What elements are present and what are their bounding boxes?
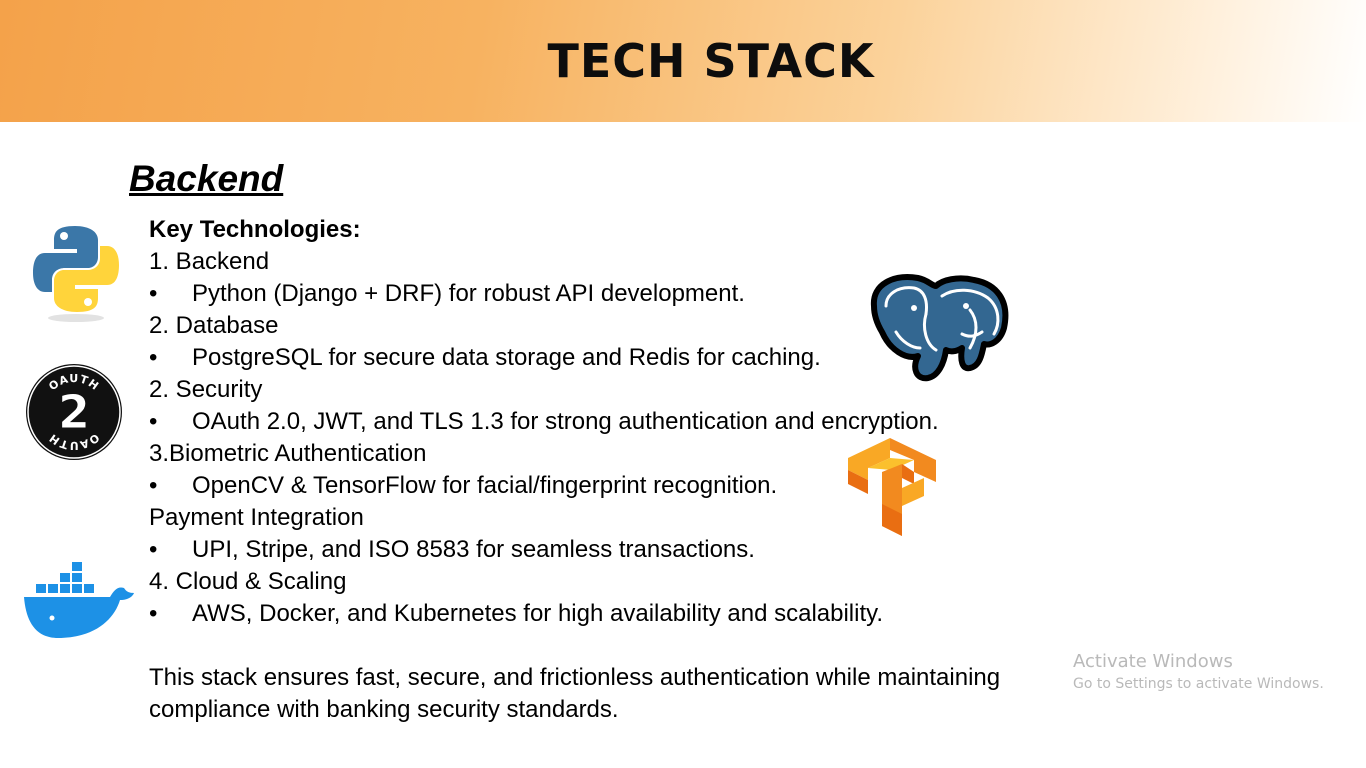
bullet-text: UPI, Stripe, and ISO 8583 for seamless t… <box>192 536 755 563</box>
bullet-marker: • <box>149 408 158 435</box>
bullet-item-security: • OAuth 2.0, JWT, and TLS 1.3 for strong … <box>149 406 1109 438</box>
bullet-item-backend: • Python (Django + DRF) for robust API de… <box>149 278 1109 310</box>
slide-title: TECH STACK <box>547 34 875 88</box>
svg-text:OAUTH: OAUTH <box>46 431 101 452</box>
list-item-backend: 1. Backend <box>149 248 270 275</box>
docker-logo-icon <box>24 562 134 638</box>
closing-paragraph-line-2: compliance with banking security standar… <box>149 696 619 723</box>
closing-paragraph-line-1: This stack ensures fast, secure, and fri… <box>149 664 1001 691</box>
bullet-text: Python (Django + DRF) for robust API dev… <box>192 280 745 307</box>
tensorflow-logo-icon <box>848 438 936 536</box>
bullet-marker: • <box>149 344 158 371</box>
list-item-security: 2. Security <box>149 376 263 403</box>
content-block: Key Technologies: 1. Backend • Python (Dj… <box>149 214 1109 726</box>
activation-watermark: Activate Windows Go to Settings to activ… <box>1073 650 1324 694</box>
section-title: Backend <box>129 158 284 199</box>
postgresql-elephant-icon <box>870 274 1009 382</box>
bullet-marker: • <box>149 536 158 563</box>
oauth2-logo-icon: OAUTH OAUTH 2 <box>24 362 124 462</box>
bullet-text: PostgreSQL for secure data storage and R… <box>192 344 821 371</box>
svg-text:OAUTH: OAUTH <box>46 372 101 393</box>
watermark-subtitle: Go to Settings to activate Windows. <box>1073 676 1324 692</box>
title-banner: TECH STACK <box>0 0 1366 122</box>
list-item-payment: Payment Integration <box>149 504 364 531</box>
oauth-top-label: OAUTH <box>46 372 100 393</box>
bullet-item-payment: • UPI, Stripe, and ISO 8583 for seamless … <box>149 534 1109 566</box>
bullet-marker: • <box>149 600 158 627</box>
list-item-database: 2. Database <box>149 312 279 339</box>
bullet-text: OpenCV & TensorFlow for facial/fingerpri… <box>192 472 778 499</box>
bullet-text: AWS, Docker, and Kubernetes for high ava… <box>192 600 884 627</box>
list-item-biometric: 3.Biometric Authentication <box>149 440 427 467</box>
python-logo-icon <box>33 226 119 322</box>
bullet-marker: • <box>149 280 158 307</box>
watermark-title: Activate Windows <box>1073 651 1233 672</box>
bullet-item-cloud: • AWS, Docker, and Kubernetes for high av… <box>149 598 1109 630</box>
bullet-text: OAuth 2.0, JWT, and TLS 1.3 for strong a… <box>192 408 939 435</box>
bullet-item-biometric: • OpenCV & TensorFlow for facial/fingerpr… <box>149 470 1109 502</box>
list-item-cloud: 4. Cloud & Scaling <box>149 568 347 595</box>
bullet-item-database: • PostgreSQL for secure data storage and … <box>149 342 1109 374</box>
oauth-bottom-label: OAUTH <box>46 431 100 452</box>
bullet-marker: • <box>149 472 158 499</box>
oauth-number: 2 <box>58 385 90 439</box>
key-technologies-heading: Key Technologies: <box>149 216 361 243</box>
